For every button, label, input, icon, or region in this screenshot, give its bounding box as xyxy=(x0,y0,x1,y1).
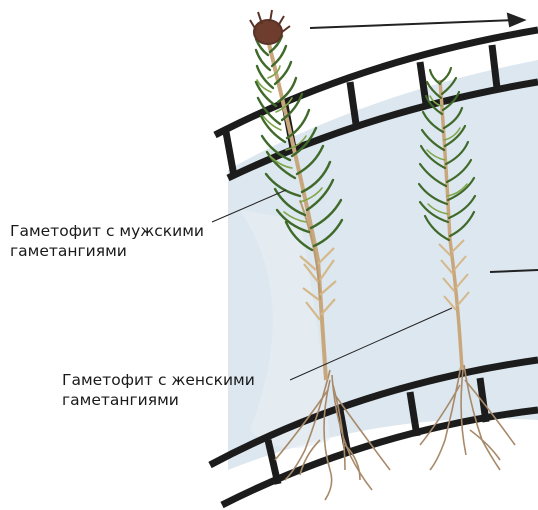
female-label-line1: Гаметофит с женскими xyxy=(62,370,255,390)
male-label-line1: Гаметофит с мужскими xyxy=(10,221,204,241)
female-gametophyte-label: Гаметофит с женскими гаметангиями xyxy=(62,370,255,410)
male-rosette xyxy=(250,10,290,44)
female-label-line2: гаметангиями xyxy=(62,390,255,410)
cycle-arrow xyxy=(310,14,524,28)
male-gametophyte-label: Гаметофит с мужскими гаметангиями xyxy=(10,221,204,261)
male-label-line2: гаметангиями xyxy=(10,241,204,261)
